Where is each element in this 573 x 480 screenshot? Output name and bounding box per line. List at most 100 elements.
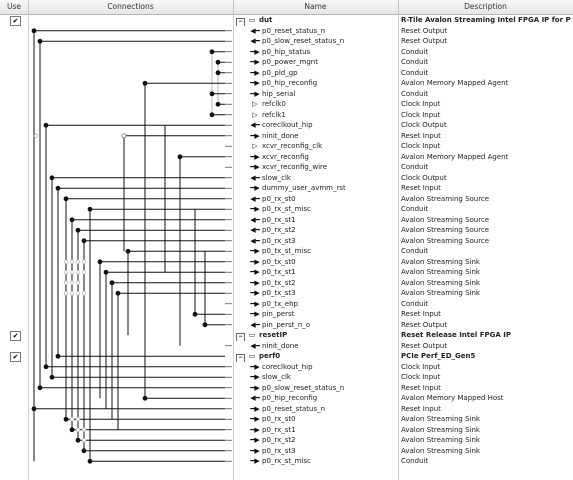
connection-node[interactable]: [69, 259, 75, 264]
name-cell[interactable]: ━▶p0_slow_reset_status_n: [236, 383, 410, 394]
connection-node[interactable]: [55, 185, 61, 191]
connection-node[interactable]: [69, 427, 75, 433]
connection-node[interactable]: [103, 269, 109, 275]
connection-node[interactable]: [75, 437, 81, 443]
connection-node[interactable]: [115, 290, 121, 296]
connection-node[interactable]: [81, 291, 87, 296]
header-description[interactable]: Description: [464, 2, 507, 11]
name-cell[interactable]: ━▶p0_rx_st_misc: [236, 456, 410, 467]
connection-node[interactable]: [63, 291, 69, 296]
name-cell[interactable]: ━▶hip_serial: [236, 89, 410, 100]
connection-node[interactable]: [63, 259, 69, 264]
connection-node[interactable]: [109, 280, 115, 286]
collapse-minus-icon[interactable]: −: [236, 18, 245, 26]
connection-node[interactable]: [37, 38, 43, 44]
connection-node[interactable]: [75, 270, 81, 275]
connection-node[interactable]: [69, 280, 75, 285]
name-cell[interactable]: ◀━coreclkout_hip: [236, 120, 410, 131]
name-cell[interactable]: ━▶p0_rx_st2: [236, 435, 410, 446]
connection-node[interactable]: [192, 311, 198, 317]
connection-node[interactable]: [177, 154, 183, 160]
name-cell[interactable]: ◀━slow_clk: [236, 173, 410, 184]
connection-node[interactable]: [69, 270, 75, 275]
connection-node[interactable]: [87, 458, 93, 464]
connection-node[interactable]: [75, 427, 81, 432]
use-checkbox[interactable]: ✔: [10, 352, 21, 362]
connection-node[interactable]: [31, 28, 37, 34]
connection-node[interactable]: [43, 364, 49, 370]
name-cell[interactable]: ━▶p0_tx_st_misc: [236, 246, 410, 257]
connection-node[interactable]: [81, 448, 87, 454]
name-cell[interactable]: −▭perf0: [236, 351, 396, 362]
connection-node[interactable]: [75, 227, 81, 233]
connection-node[interactable]: [81, 270, 87, 275]
name-cell[interactable]: ━▶p0_power_mgnt: [236, 57, 410, 68]
connection-node[interactable]: [63, 416, 69, 422]
name-cell[interactable]: ━▶p0_hip_status: [236, 47, 410, 58]
connection-node[interactable]: [209, 49, 215, 55]
connection-node[interactable]: [75, 291, 81, 296]
name-cell[interactable]: ━▶p0_rx_st3: [236, 446, 410, 457]
connection-node[interactable]: [121, 133, 127, 138]
name-cell[interactable]: ◀━ninit_done: [236, 341, 410, 352]
connection-node[interactable]: [215, 101, 221, 107]
name-cell[interactable]: ━▶p0_tx_st1: [236, 267, 410, 278]
name-cell[interactable]: ━▶p0_tx_ehp: [236, 299, 410, 310]
name-cell[interactable]: ▷refclk0: [236, 99, 410, 110]
connection-node[interactable]: [125, 248, 131, 254]
connection-node[interactable]: [142, 80, 148, 86]
name-cell[interactable]: ━▶p0_reset_status_n: [236, 404, 410, 415]
connection-node[interactable]: [43, 122, 49, 128]
connection-node[interactable]: [69, 291, 75, 296]
connection-node[interactable]: [63, 280, 69, 285]
name-cell[interactable]: ◀━p0_rx_st0: [236, 194, 410, 205]
collapse-minus-icon[interactable]: −: [236, 354, 245, 362]
name-cell[interactable]: ━▶xcvr_reconfig_wire: [236, 162, 410, 173]
name-cell[interactable]: ━▶slow_clk: [236, 372, 410, 383]
name-cell[interactable]: ◀━p0_rx_st3: [236, 236, 410, 247]
connection-node[interactable]: [75, 259, 81, 264]
connection-node[interactable]: [49, 175, 55, 181]
connection-node[interactable]: [31, 406, 37, 412]
collapse-minus-icon[interactable]: −: [236, 333, 245, 341]
connection-node[interactable]: [63, 270, 69, 275]
connection-node[interactable]: [87, 206, 93, 212]
header-use[interactable]: Use: [6, 2, 21, 11]
name-cell[interactable]: ◀━pin_perst_n_o: [236, 320, 410, 331]
name-cell[interactable]: ━▶p0_rx_st1: [236, 425, 410, 436]
connection-node[interactable]: [33, 133, 39, 138]
name-cell[interactable]: ━▶p0_rx_st_misc: [236, 204, 410, 215]
name-cell[interactable]: ◀━p0_hip_reconfig: [236, 393, 410, 404]
